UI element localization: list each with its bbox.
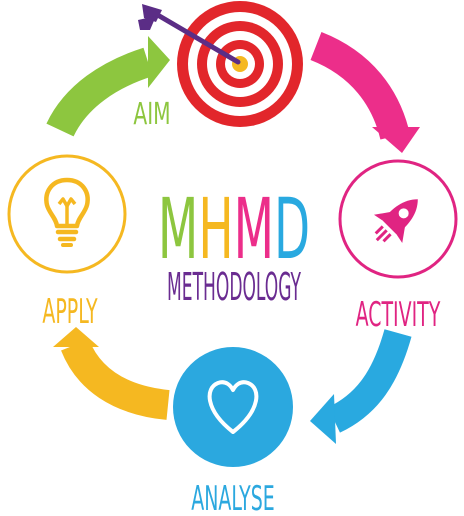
arrow-analyse-to-apply	[53, 327, 170, 420]
aim-node: AIM	[133, 1, 303, 132]
center-title: MHMD	[158, 181, 310, 278]
heart-icon	[207, 380, 259, 434]
apply-node: APPLY	[7, 154, 127, 332]
apply-label: APPLY	[42, 292, 97, 332]
center-letter-d: D	[274, 181, 310, 278]
arrow-apply-to-aim	[46, 36, 170, 137]
activity-node: ACTIVITY	[338, 159, 458, 335]
target-icon	[177, 1, 303, 127]
center-letter-h: H	[198, 181, 233, 278]
lightbulb-icon	[44, 177, 90, 247]
analyse-node: ANALYSE	[173, 347, 293, 516]
dart-icon	[138, 4, 241, 65]
center-subtitle: METHODOLOGY	[167, 266, 301, 310]
center-logo: MHMD METHODOLOGY	[158, 181, 310, 310]
analyse-label: ANALYSE	[191, 479, 274, 516]
activity-label: ACTIVITY	[356, 295, 441, 335]
aim-label: AIM	[133, 97, 170, 132]
rocket-icon	[373, 199, 418, 244]
arrow-aim-to-activity	[310, 32, 420, 153]
arrow-activity-to-analyse	[310, 329, 412, 444]
center-letter-m2: M	[234, 181, 274, 278]
center-letter-m1: M	[158, 181, 198, 278]
